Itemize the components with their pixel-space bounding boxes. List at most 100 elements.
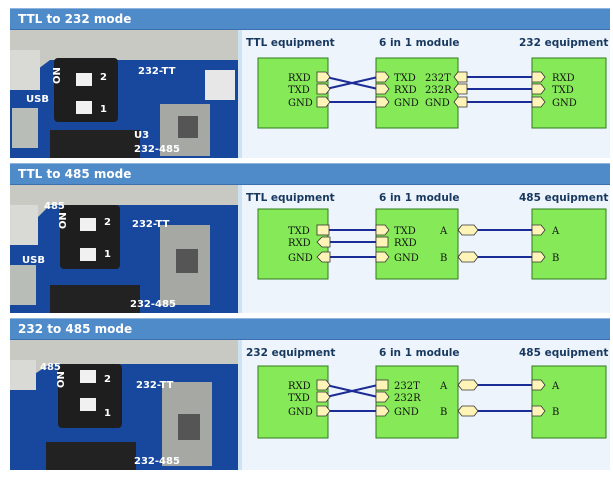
section-header: 232 to 485 mode (10, 318, 610, 340)
switch-on-mark: ON (56, 371, 67, 388)
pin-label: A (551, 226, 560, 237)
module-photo-illustration: 2 1 ON 232-TT U3 232-485 USB (10, 30, 238, 158)
pin-terminal (375, 71, 390, 83)
pin-terminal (375, 96, 390, 108)
pin-label: B (552, 407, 559, 418)
pin-label: B (440, 407, 447, 418)
switch-number-1: 1 (100, 104, 107, 115)
section-body: 2 1 ON 232-TT 232-485 485 USB TTL equipm… (10, 185, 610, 313)
wiring-diagram: TTL equipment 6 in 1 module 232 equipmen… (242, 30, 610, 158)
pcb-label: 232-TT (136, 380, 174, 391)
pin-label: A (439, 381, 448, 392)
pin-label: RXD (394, 85, 417, 96)
left-device-box (257, 208, 329, 280)
pin-terminal (316, 224, 330, 236)
switch-on-mark: ON (58, 212, 69, 229)
pin-label: TXD (288, 85, 310, 96)
pin-label: GND (552, 98, 577, 109)
right-device-title: 232 equipment (519, 37, 608, 49)
pin-terminal (531, 71, 546, 83)
section-header: TTL to 232 mode (10, 8, 610, 30)
wiring-diagram-svg: TTL equipment 6 in 1 module 485 equipmen… (246, 192, 608, 280)
left-device-box (257, 365, 329, 439)
module-title: 6 in 1 module (379, 37, 460, 49)
pin-label: GND (394, 98, 419, 109)
module-box (375, 365, 459, 439)
right-device-box (531, 365, 607, 439)
right-device-box (531, 208, 607, 280)
wire (325, 384, 379, 398)
pin-label: TXD (552, 85, 574, 96)
pin-terminal (531, 405, 546, 417)
pin-terminal (457, 405, 479, 417)
pin-terminal (375, 379, 389, 391)
switch-number-2: 2 (104, 217, 111, 228)
pin-terminal (375, 236, 389, 248)
pin-terminal (531, 251, 546, 263)
switch-number-1: 1 (104, 408, 111, 419)
module-photo: 2 1 ON 232-TT 232-485 485 (10, 340, 238, 470)
left-device-title: TTL equipment (246, 37, 335, 49)
pin-label: 232R (425, 85, 452, 96)
switch-number-2: 2 (100, 72, 107, 83)
pin-label: GND (288, 407, 313, 418)
pin-terminal (457, 379, 479, 391)
pin-terminal (457, 224, 479, 236)
pin-label: 232T (394, 381, 420, 392)
pin-terminal (316, 71, 331, 83)
pcb-label: 232-TT (132, 219, 170, 230)
pin-label: 232R (394, 393, 421, 404)
pin-label: GND (394, 407, 419, 418)
pin-terminal (375, 405, 390, 417)
pcb-label: USB (26, 94, 49, 105)
pcb-label: 232-485 (130, 299, 176, 310)
pcb-label: 232-TT (138, 66, 176, 77)
pcb-label: 485 (40, 362, 61, 373)
pin-label: 232T (425, 73, 451, 84)
right-device-title: 485 equipment (519, 347, 608, 359)
pin-terminal (531, 379, 546, 391)
section-232-to-485: 232 to 485 mode 2 1 ON (10, 318, 610, 470)
pin-label: TXD (288, 393, 310, 404)
pcb-label: U3 (134, 130, 149, 141)
pin-label: RXD (552, 73, 575, 84)
pin-label: GND (394, 253, 419, 264)
module-box (375, 208, 459, 280)
pin-label: GND (425, 98, 450, 109)
pcb-label: 232-485 (134, 456, 180, 467)
pin-label: RXD (288, 381, 311, 392)
pin-label: GND (288, 253, 313, 264)
pin-terminal (316, 251, 331, 263)
section-title: 232 to 485 mode (18, 322, 133, 336)
pin-label: A (439, 226, 448, 237)
section-title: TTL to 232 mode (18, 12, 132, 26)
pin-terminal (453, 96, 468, 108)
pin-terminal (531, 224, 546, 236)
pin-label: TXD (394, 226, 416, 237)
section-ttl-to-232: TTL to 232 mode 2 (10, 8, 610, 158)
pin-terminal (316, 379, 331, 391)
pin-terminal (316, 96, 331, 108)
pin-label: GND (288, 98, 313, 109)
pin-terminal (453, 71, 468, 83)
pin-terminal (375, 224, 390, 236)
section-title: TTL to 485 mode (18, 167, 132, 181)
wiring-diagram-svg: 232 equipment 6 in 1 module 485 equipmen… (246, 347, 608, 439)
pin-label: B (552, 253, 559, 264)
pin-terminal (375, 251, 390, 263)
pin-terminal (453, 83, 468, 95)
module-box (375, 57, 459, 129)
pcb-label: 232-485 (134, 144, 180, 155)
pin-label: A (551, 381, 560, 392)
left-device-box (257, 57, 329, 129)
pin-terminal (457, 251, 479, 263)
pin-terminal (316, 83, 331, 95)
pin-terminal (316, 405, 331, 417)
switch-number-1: 1 (104, 249, 111, 260)
module-photo-illustration: 2 1 ON 232-TT 232-485 485 (10, 340, 238, 470)
wiring-diagram: TTL equipment 6 in 1 module 485 equipmen… (242, 185, 610, 313)
pin-terminal (531, 96, 546, 108)
right-device-title: 485 equipment (519, 192, 608, 204)
pin-label: RXD (394, 238, 417, 249)
